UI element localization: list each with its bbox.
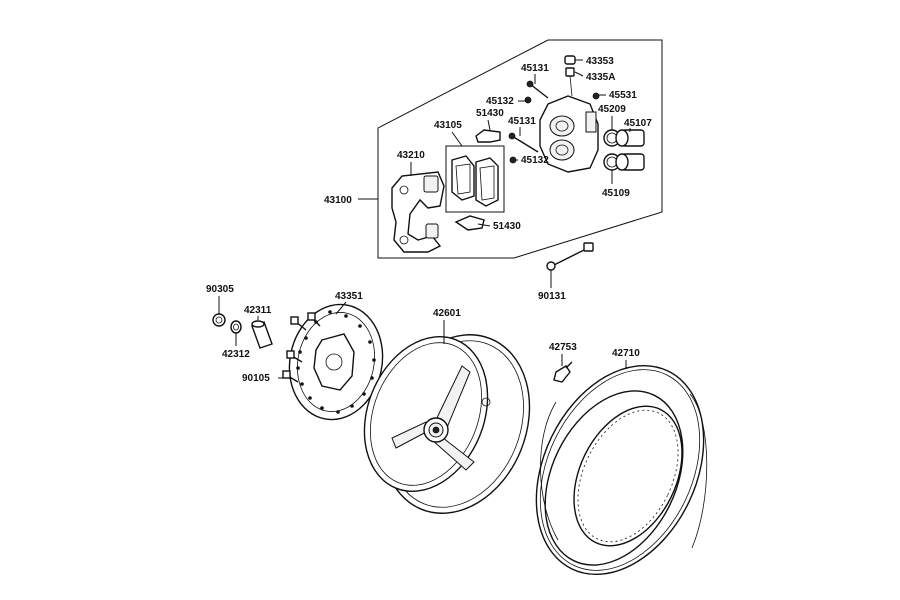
brake-pad-left-part[interactable] (451, 155, 475, 201)
axle-nut-part[interactable] (212, 313, 226, 327)
label-43351: 43351 (335, 291, 363, 302)
label-45107: 45107 (624, 118, 652, 129)
caliper-pin-lower-part[interactable] (508, 132, 539, 153)
label-45109: 45109 (602, 188, 630, 199)
label-43100: 43100 (324, 195, 352, 206)
brake-pad-set-box (445, 145, 505, 213)
axle-bolt-part[interactable] (546, 242, 594, 271)
wheel-rim-part[interactable] (342, 312, 555, 535)
label-90105: 90105 (242, 373, 270, 384)
caliper-assembly-box (377, 39, 663, 259)
label-4335A: 4335A (586, 72, 615, 83)
caliper-body-part[interactable] (539, 95, 599, 173)
tire-part[interactable] (503, 338, 736, 600)
label-43353: 43353 (586, 56, 614, 67)
disc-bolt-set-part[interactable] (282, 312, 321, 383)
caliper-pin-upper-part[interactable] (526, 80, 549, 99)
label-42601: 42601 (433, 308, 461, 319)
label-42710: 42710 (612, 348, 640, 359)
label-42753: 42753 (549, 342, 577, 353)
label-45132-upper: 45132 (486, 96, 514, 107)
pad-spring-top-part[interactable] (475, 129, 501, 143)
small-plug-part[interactable] (592, 92, 600, 100)
piston-upper-part[interactable] (615, 129, 645, 147)
label-45131-lower: 45131 (508, 116, 536, 127)
brake-disc-part[interactable] (279, 296, 393, 429)
axle-collar-part[interactable] (251, 320, 273, 349)
label-43210: 43210 (397, 150, 425, 161)
label-45131-upper: 45131 (521, 63, 549, 74)
caliper-bracket-part[interactable] (391, 171, 445, 253)
bleeder-cap-part[interactable] (564, 55, 576, 97)
label-45132-lower: 45132 (521, 155, 549, 166)
label-90305: 90305 (206, 284, 234, 295)
tire-valve-part[interactable] (553, 361, 573, 383)
part-number-labels: 43353 4335A 45131 45132 45531 45209 4510… (206, 56, 652, 384)
brake-pad-right-part[interactable] (475, 157, 499, 207)
label-51430-lower: 51430 (493, 221, 521, 232)
label-90131: 90131 (538, 291, 566, 302)
pad-spring-bottom-part[interactable] (454, 215, 485, 231)
axle-washer-part[interactable] (230, 320, 242, 334)
label-43105: 43105 (434, 120, 462, 131)
label-51430-upper: 51430 (476, 108, 504, 119)
piston-lower-part[interactable] (615, 153, 645, 171)
label-42312: 42312 (222, 349, 250, 360)
washer-upper-part[interactable] (524, 96, 532, 104)
label-45531: 45531 (609, 90, 637, 101)
leader-lines (218, 59, 631, 379)
label-45209: 45209 (598, 104, 626, 115)
label-42311: 42311 (244, 305, 272, 316)
